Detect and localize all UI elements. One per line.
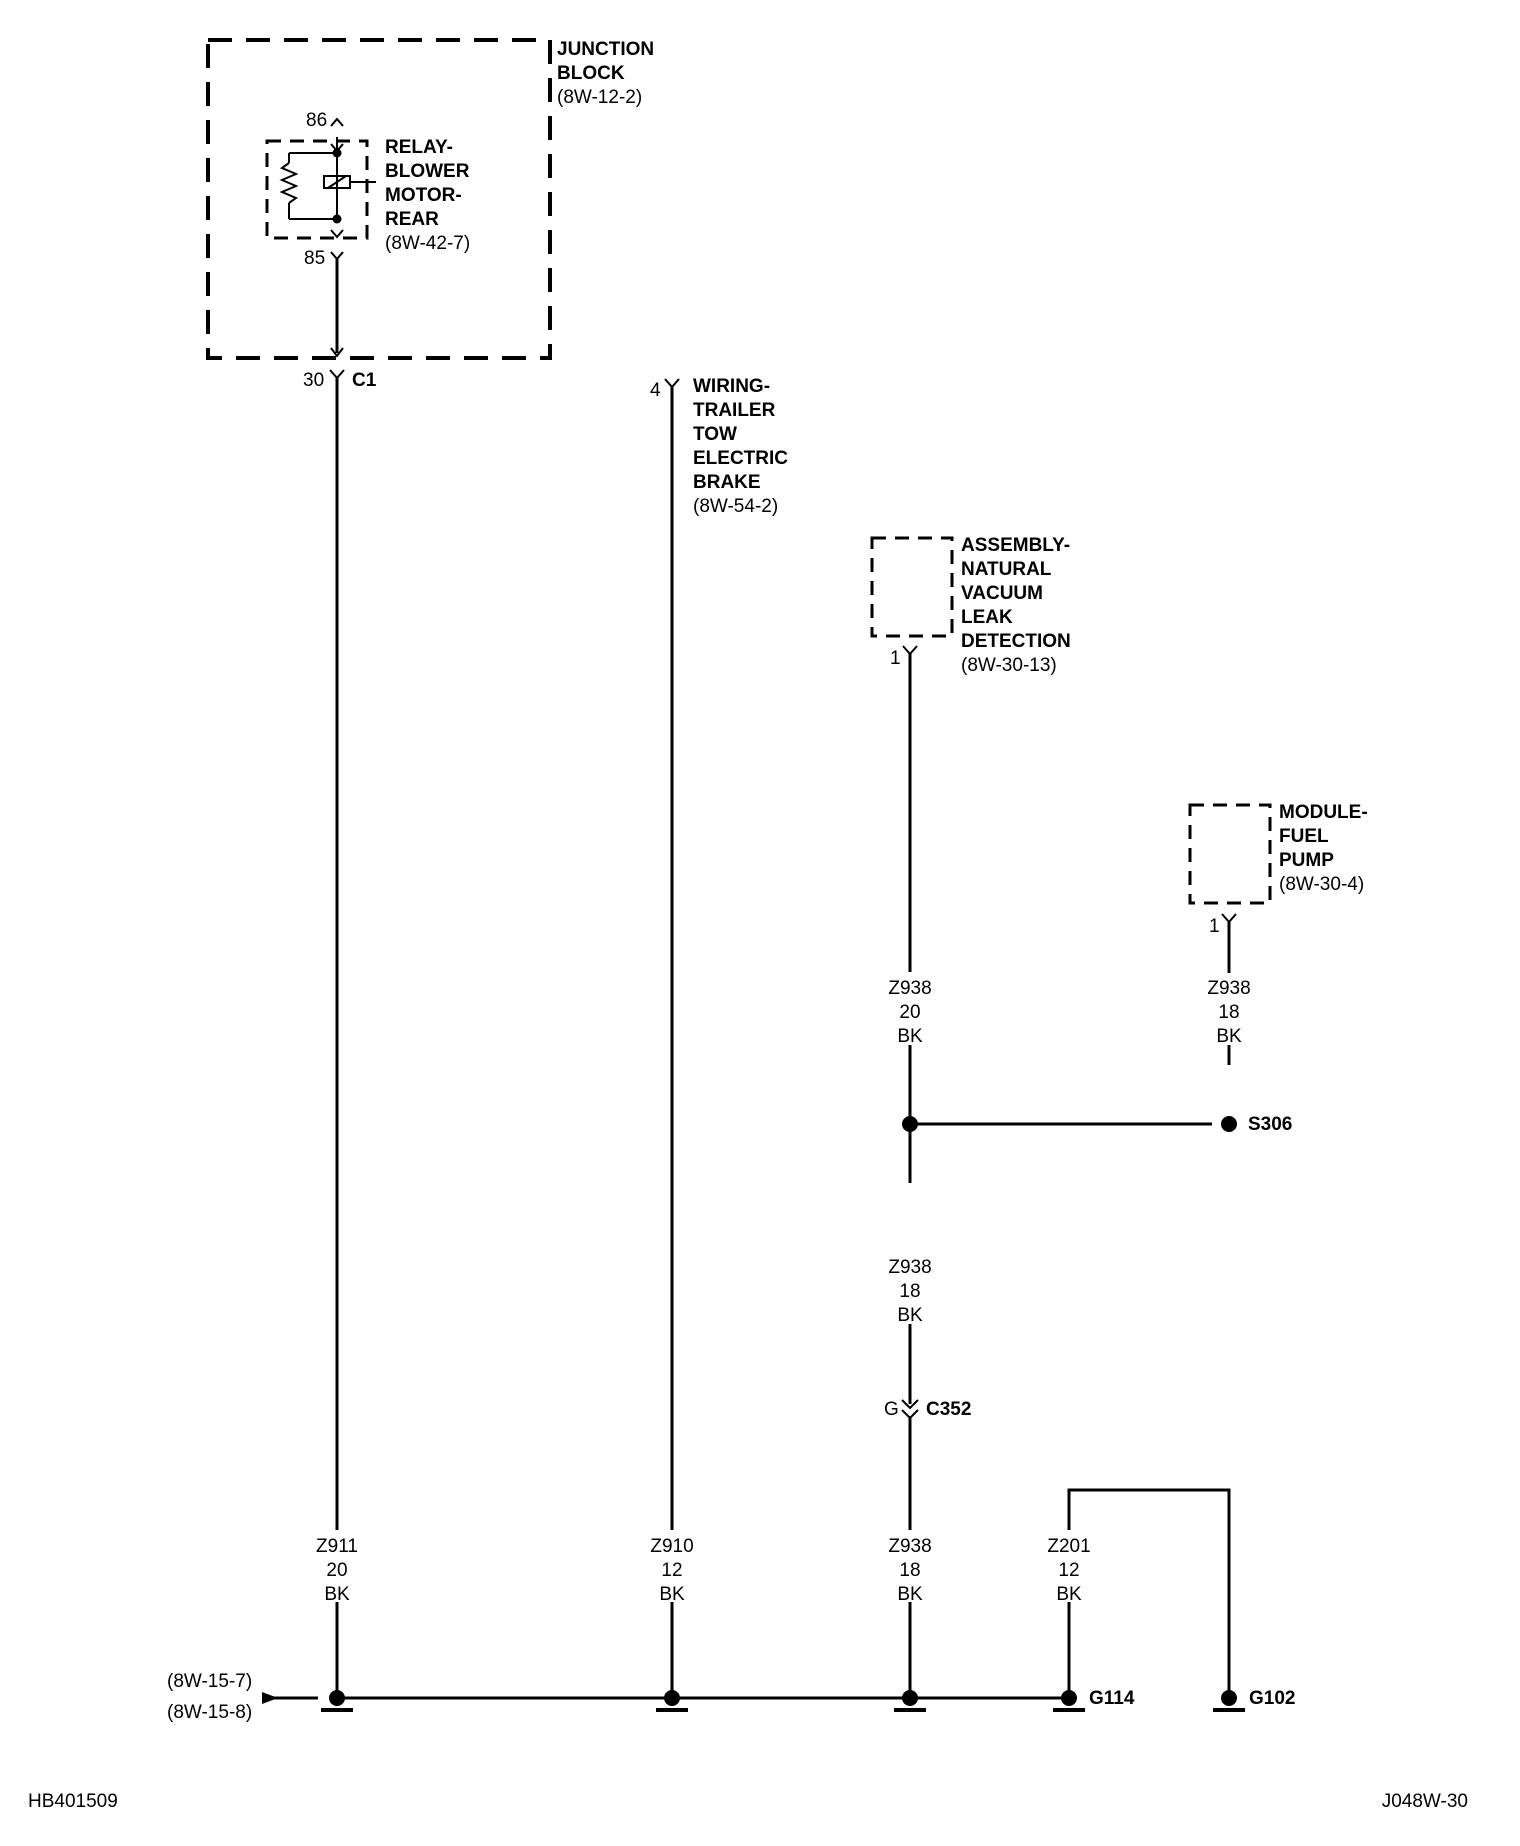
trailer-tow-name-4: ELECTRIC bbox=[693, 448, 788, 469]
c352-name: C352 bbox=[926, 1399, 971, 1420]
c1-pin: 30 bbox=[303, 370, 324, 391]
wire-label-z938-lower: Z938 18 BK bbox=[888, 1536, 931, 1605]
offpage-arrow-icon bbox=[262, 1692, 278, 1704]
fuel-pump-outline bbox=[1188, 803, 1272, 905]
ground-g102-label: G102 bbox=[1249, 1688, 1295, 1709]
fuel-pump-name-1: MODULE- bbox=[1279, 802, 1368, 823]
svg-text:20: 20 bbox=[326, 1560, 347, 1581]
fuel-pump-name-2: FUEL bbox=[1279, 826, 1329, 847]
c1-name: C1 bbox=[352, 370, 377, 391]
svg-text:Z910: Z910 bbox=[650, 1536, 693, 1557]
svg-text:20: 20 bbox=[899, 1002, 920, 1023]
junction-block-name-1: JUNCTION bbox=[557, 39, 654, 60]
svg-text:Z201: Z201 bbox=[1047, 1536, 1090, 1557]
junction-block-outline bbox=[206, 38, 552, 360]
trailer-tow-pin: 4 bbox=[650, 380, 661, 401]
wire-label-z201: Z201 12 BK bbox=[1047, 1536, 1090, 1605]
c1-connector-icon bbox=[329, 369, 345, 380]
wire-z201-loop bbox=[1067, 1488, 1231, 1688]
ground-g114-symbol bbox=[1053, 1690, 1085, 1712]
svg-text:12: 12 bbox=[1058, 1560, 1079, 1581]
svg-text:18: 18 bbox=[899, 1560, 920, 1581]
ground-eyelet-z938 bbox=[894, 1690, 926, 1712]
trailer-tow-connector-icon bbox=[664, 378, 680, 389]
nvld-name-1: ASSEMBLY- bbox=[961, 535, 1070, 556]
svg-text:BK: BK bbox=[659, 1584, 685, 1605]
wire-label-z910: Z910 12 BK bbox=[650, 1536, 693, 1605]
relay-junction-dot bbox=[332, 148, 342, 158]
fuel-pump-name-3: PUMP bbox=[1279, 850, 1334, 871]
ground-g102-symbol bbox=[1213, 1690, 1245, 1712]
relay-name-3: MOTOR- bbox=[385, 185, 462, 206]
nvld-name-2: NATURAL bbox=[961, 559, 1052, 580]
fuel-pump-ref: (8W-30-4) bbox=[1279, 874, 1364, 895]
nvld-connector-icon bbox=[902, 645, 918, 656]
ground-eyelet-z910 bbox=[656, 1690, 688, 1712]
resistor-icon bbox=[279, 162, 299, 204]
relay-blower-motor-rear: 86 85 RELAY- BLOWER MOTOR- REAR (8W-42-7… bbox=[265, 110, 470, 269]
offpage-ref-1: (8W-15-7) bbox=[167, 1671, 252, 1692]
junction-block: JUNCTION BLOCK (8W-12-2) bbox=[206, 38, 654, 360]
wire-label-fuel-pump-top: Z938 18 BK bbox=[1207, 978, 1250, 1047]
svg-text:BK: BK bbox=[897, 1026, 923, 1047]
junction-block-ref: (8W-12-2) bbox=[557, 87, 642, 108]
wiring-trailer-tow: 4 WIRING- TRAILER TOW ELECTRIC BRAKE (8W… bbox=[650, 376, 788, 517]
nvld-ref: (8W-30-13) bbox=[961, 655, 1057, 676]
relay-ref: (8W-42-7) bbox=[385, 233, 470, 254]
pin-85-connector-icon bbox=[330, 251, 344, 261]
footer-code-left: HB401509 bbox=[28, 1791, 118, 1812]
relay-outline bbox=[265, 139, 369, 240]
svg-text:BK: BK bbox=[897, 1584, 923, 1605]
trailer-tow-name-5: BRAKE bbox=[693, 472, 761, 493]
splice-s306-dot bbox=[1221, 1116, 1237, 1132]
wire-label-z911: Z911 20 BK bbox=[316, 1536, 358, 1605]
assembly-nvld: 1 ASSEMBLY- NATURAL VACUUM LEAK DETECTIO… bbox=[870, 535, 1071, 676]
c352-pin: G bbox=[884, 1399, 899, 1420]
relay-junction-dot bbox=[332, 214, 342, 224]
relay-name-4: REAR bbox=[385, 209, 439, 230]
svg-text:18: 18 bbox=[1218, 1002, 1239, 1023]
svg-text:Z938: Z938 bbox=[1207, 978, 1250, 999]
svg-text:BK: BK bbox=[1216, 1026, 1242, 1047]
svg-text:18: 18 bbox=[899, 1281, 920, 1302]
nvld-name-5: DETECTION bbox=[961, 631, 1071, 652]
connector-c1: 30 C1 bbox=[303, 369, 377, 391]
svg-text:Z938: Z938 bbox=[888, 978, 931, 999]
svg-text:Z938: Z938 bbox=[888, 1536, 931, 1557]
wire-label-mid: Z938 18 BK bbox=[888, 1257, 931, 1326]
fuel-pump-connector-icon bbox=[1221, 913, 1237, 924]
svg-text:Z911: Z911 bbox=[316, 1536, 358, 1557]
relay-pin-86: 86 bbox=[306, 110, 327, 131]
relay-name-1: RELAY- bbox=[385, 137, 453, 158]
svg-text:Z938: Z938 bbox=[888, 1257, 931, 1278]
trailer-tow-ref: (8W-54-2) bbox=[693, 496, 778, 517]
trailer-tow-name-3: TOW bbox=[693, 424, 737, 445]
trailer-tow-name-1: WIRING- bbox=[693, 376, 770, 397]
ground-eyelet-z911 bbox=[321, 1690, 353, 1712]
pin-86-connector-icon bbox=[330, 117, 344, 127]
wire-label-nvld-top: Z938 20 BK bbox=[888, 978, 931, 1047]
c352-connector-icon bbox=[901, 1399, 919, 1410]
nvld-pin: 1 bbox=[890, 648, 901, 669]
nvld-name-4: LEAK bbox=[961, 607, 1013, 628]
trailer-tow-name-2: TRAILER bbox=[693, 400, 776, 421]
svg-text:BK: BK bbox=[897, 1305, 923, 1326]
junction-block-name-2: BLOCK bbox=[557, 63, 625, 84]
splice-s306-label: S306 bbox=[1248, 1114, 1292, 1135]
svg-text:12: 12 bbox=[661, 1560, 682, 1581]
module-fuel-pump: 1 MODULE- FUEL PUMP (8W-30-4) bbox=[1188, 802, 1368, 937]
relay-pin-85: 85 bbox=[304, 248, 325, 269]
svg-text:BK: BK bbox=[324, 1584, 350, 1605]
nvld-name-3: VACUUM bbox=[961, 583, 1043, 604]
svg-text:BK: BK bbox=[1056, 1584, 1082, 1605]
ground-g114-label: G114 bbox=[1089, 1688, 1135, 1709]
offpage-ref-2: (8W-15-8) bbox=[167, 1702, 252, 1723]
fuel-pump-pin: 1 bbox=[1209, 916, 1220, 937]
nvld-outline bbox=[870, 536, 954, 638]
splice-dot-left bbox=[902, 1116, 918, 1132]
relay-name-2: BLOWER bbox=[385, 161, 470, 182]
footer-code-right: J048W-30 bbox=[1382, 1791, 1468, 1812]
